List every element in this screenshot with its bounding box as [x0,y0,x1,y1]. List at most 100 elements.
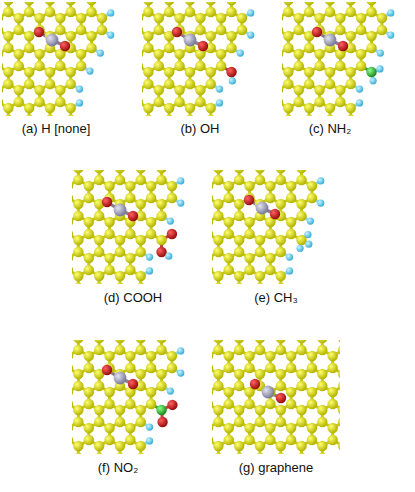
atom [102,197,112,207]
atom [304,2,314,5]
atom [244,265,254,275]
atom [2,85,3,95]
atom [325,79,335,89]
atom [244,435,254,445]
atom [265,351,275,361]
atom [167,400,177,410]
atom [328,423,338,433]
atom [286,399,296,409]
atom [265,435,275,445]
atom [234,211,244,221]
atom [198,41,208,51]
atom [164,7,174,17]
atom [328,435,338,445]
atom [304,79,314,89]
atom [276,453,286,454]
atom [325,67,335,77]
atom [73,175,83,185]
atom [136,283,146,284]
structure-panel [72,340,184,454]
atom [165,253,172,260]
atom [73,340,83,343]
atom [34,49,44,59]
atom [177,347,184,354]
atom [212,399,213,409]
atom [94,175,104,185]
atom [14,49,24,59]
atom [317,381,327,391]
atom [216,99,223,106]
atom [286,254,293,261]
atom [244,423,254,433]
atom [94,345,104,355]
atom [317,417,327,427]
atom [94,417,104,427]
atom [195,85,205,95]
atom [72,217,73,227]
atom [377,50,384,57]
atom [94,453,104,454]
atom [282,25,283,35]
atom [66,7,76,17]
atom [94,235,104,245]
atom [276,441,286,451]
atom [244,229,254,239]
atom [24,31,34,41]
atom [76,99,83,106]
atom [312,27,322,37]
atom [167,181,177,191]
atom [328,387,338,397]
atom [55,97,65,107]
atom [213,199,223,209]
atom [72,387,73,397]
atom [154,49,164,59]
atom [255,283,265,284]
atom [136,340,146,343]
atom [142,13,143,23]
atom [142,85,143,95]
atom [304,7,314,17]
atom [84,181,94,191]
atom [216,25,226,35]
atom [76,86,83,93]
atom [114,372,127,385]
atom [216,49,226,59]
atom [3,115,13,116]
atom [174,85,184,95]
atom [115,453,125,454]
atom [73,405,83,415]
atom [317,345,327,355]
atom [94,283,104,284]
atom [72,181,73,191]
atom [154,85,164,95]
atom [244,363,254,373]
atom [24,103,34,113]
atom [286,387,296,397]
atom [45,115,55,116]
atom [296,453,306,454]
atom [338,41,348,51]
atom [282,85,283,95]
atom [2,49,3,59]
atom [276,405,286,415]
atom [195,13,205,23]
atom [102,365,112,375]
atom [115,441,125,451]
atom [366,43,376,53]
atom [356,25,366,35]
atom [226,43,236,53]
atom [115,271,125,281]
atom [247,31,254,38]
atom [156,345,166,355]
atom [296,175,306,185]
atom [142,25,143,35]
atom [136,369,146,379]
atom [307,387,317,397]
atom [369,77,376,84]
atom [143,103,153,113]
atom [66,79,76,89]
atom [234,405,244,415]
atom [304,43,314,53]
atom [142,97,143,107]
atom [296,211,306,221]
